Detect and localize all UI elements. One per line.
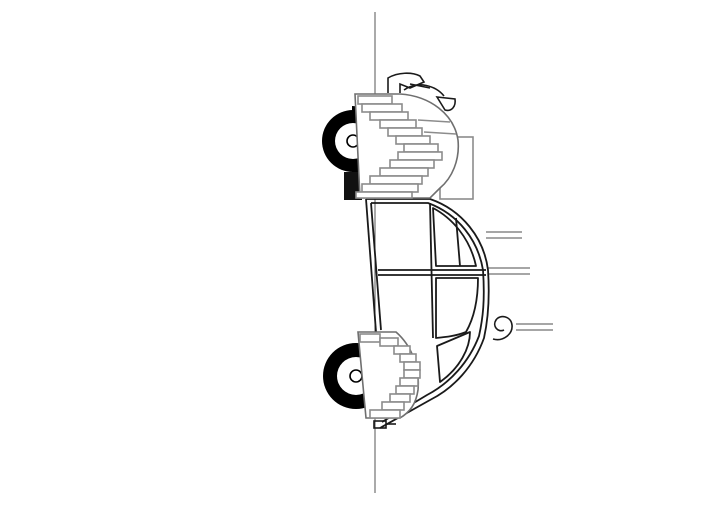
upper-brick-section — [354, 93, 460, 199]
hood-ornament — [387, 72, 456, 112]
lower-brick-section — [357, 331, 421, 419]
side-mirror — [492, 315, 513, 341]
front-bumper — [373, 420, 396, 429]
car-body — [365, 198, 490, 429]
speed-lines — [486, 231, 553, 331]
